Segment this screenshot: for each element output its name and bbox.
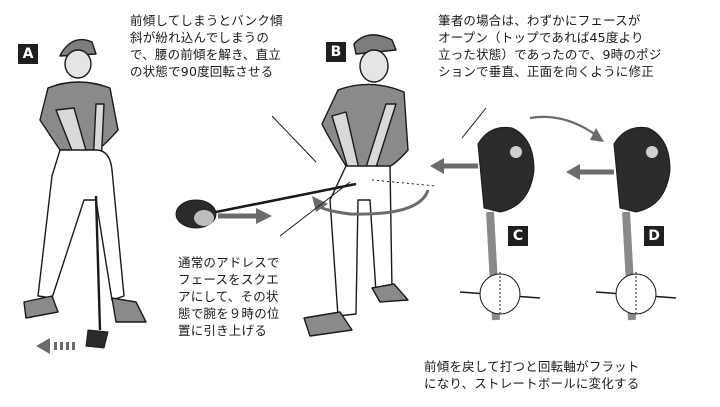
note-mid-left: 通常のアドレスで フェースをスクエ アにして、その状 態で腕を９時の位 置に引き… [178,255,280,338]
ball-icon-d [595,272,677,316]
club-face-square-icon [613,126,671,321]
note-top-right: 筆者の場合は、わずかにフェースが オープン（トップであれば45度より 立った状態… [438,13,662,79]
club-shaft-b [205,182,357,216]
straight-arrow-icon [36,338,75,354]
note-bottom-right: 前傾を戻して打つと回転軸がフラット になり、ストレートボールに変化する [424,359,640,391]
label-b: B [326,42,346,62]
label-d: D [644,226,664,246]
club-head-icon [85,329,109,349]
golfer-address-figure [23,38,147,323]
golfer-turn-figure [303,34,409,337]
label-c: C [508,226,528,246]
label-a: A [18,44,38,64]
driver-head-icon [175,199,217,229]
ball-icon [459,272,541,316]
club-shaft [94,195,102,331]
note-top-center: 前傾してしまうとバンク傾 斜が紛れ込んでしまうの で、腰の前傾を解き、直立 の状… [130,13,283,79]
